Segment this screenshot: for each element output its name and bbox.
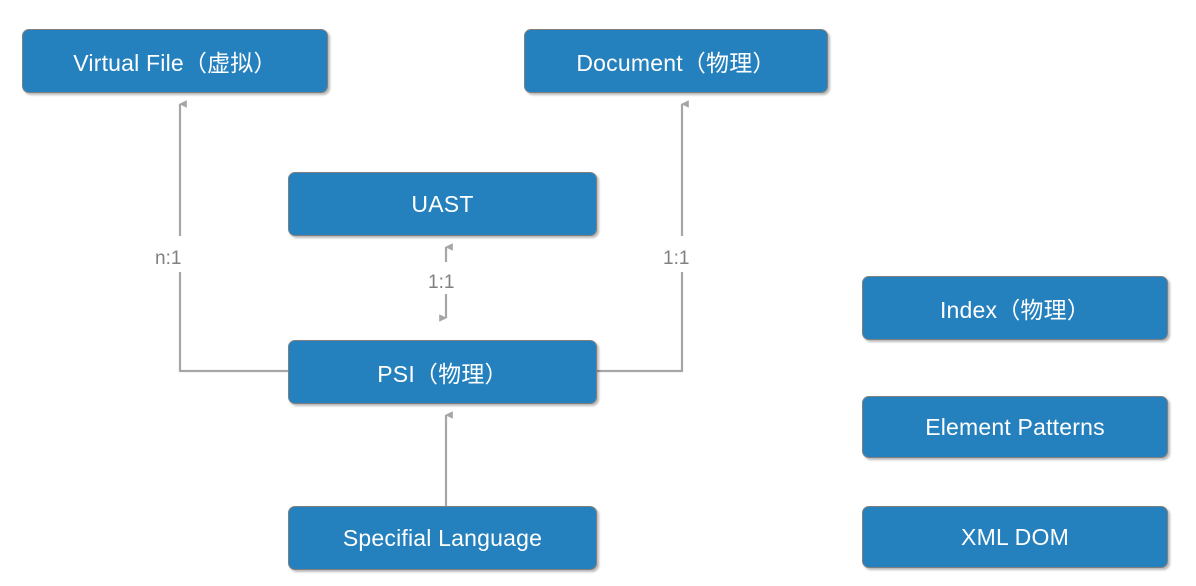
edge-psi-to-document: [597, 100, 689, 373]
node-psi[interactable]: PSI（物理）: [288, 340, 597, 404]
node-specifial-language[interactable]: Specifial Language: [288, 506, 597, 570]
edge-label-psi-to-virtual-file: n:1: [155, 248, 182, 269]
node-uast[interactable]: UAST: [288, 172, 597, 236]
node-index[interactable]: Index（物理）: [862, 276, 1168, 340]
edge-label-psi-to-document: 1:1: [663, 248, 690, 269]
node-virtual-file[interactable]: Virtual File（虚拟）: [22, 29, 328, 93]
edge-psi-to-virtual-file: [178, 100, 288, 373]
node-element-patterns[interactable]: Element Patterns: [862, 396, 1168, 458]
node-xml-dom[interactable]: XML DOM: [862, 506, 1168, 568]
edge-label-uast-psi: 1:1: [428, 272, 455, 293]
node-document[interactable]: Document（物理）: [524, 29, 828, 93]
